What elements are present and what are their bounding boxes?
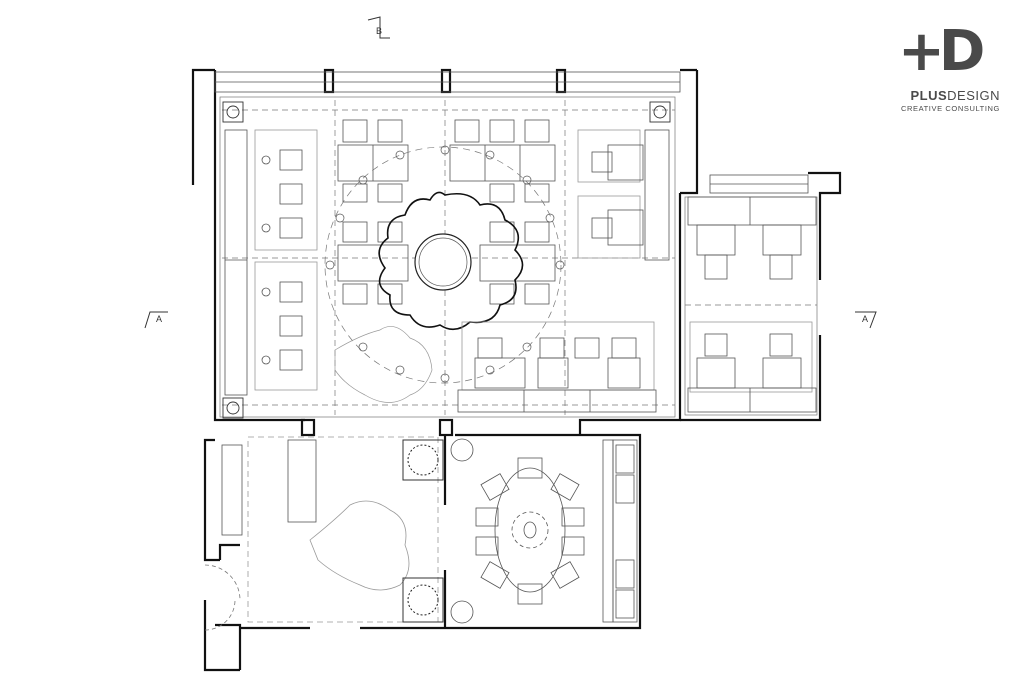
columns <box>222 101 671 419</box>
right-desks <box>577 129 670 261</box>
logo-mark: +D <box>898 19 985 84</box>
ceiling-lights <box>325 145 565 383</box>
brand-logo: +D PLUSDESIGN CREATIVE CONSULTING <box>880 22 1010 122</box>
logo-name: PLUSDESIGN <box>880 88 1000 103</box>
section-label-left: A <box>156 314 162 324</box>
plant-lower <box>402 577 444 623</box>
logo-tagline: CREATIVE CONSULTING <box>900 104 1000 113</box>
left-desk-chairs <box>261 149 303 371</box>
section-marker-left: A <box>144 311 168 329</box>
logo-name-bold: PLUS <box>910 88 948 103</box>
section-label-top: B <box>376 26 382 36</box>
interior-grid <box>219 96 818 418</box>
outer-walls <box>191 68 842 672</box>
plant-upper <box>402 439 444 481</box>
window-mullions <box>214 71 809 194</box>
lounge-sofa <box>457 321 657 413</box>
lower-left-room <box>204 436 439 631</box>
meeting-room <box>450 438 638 624</box>
logo-name-light: DESIGN <box>947 88 1000 103</box>
central-desks <box>337 119 556 305</box>
central-tree <box>324 146 562 384</box>
section-label-right: A <box>862 314 868 324</box>
left-bench <box>224 129 318 396</box>
section-marker-top: B <box>367 16 390 39</box>
rug-upper <box>334 326 433 403</box>
section-marker-right: A <box>855 311 877 329</box>
annex-desks <box>687 196 817 413</box>
